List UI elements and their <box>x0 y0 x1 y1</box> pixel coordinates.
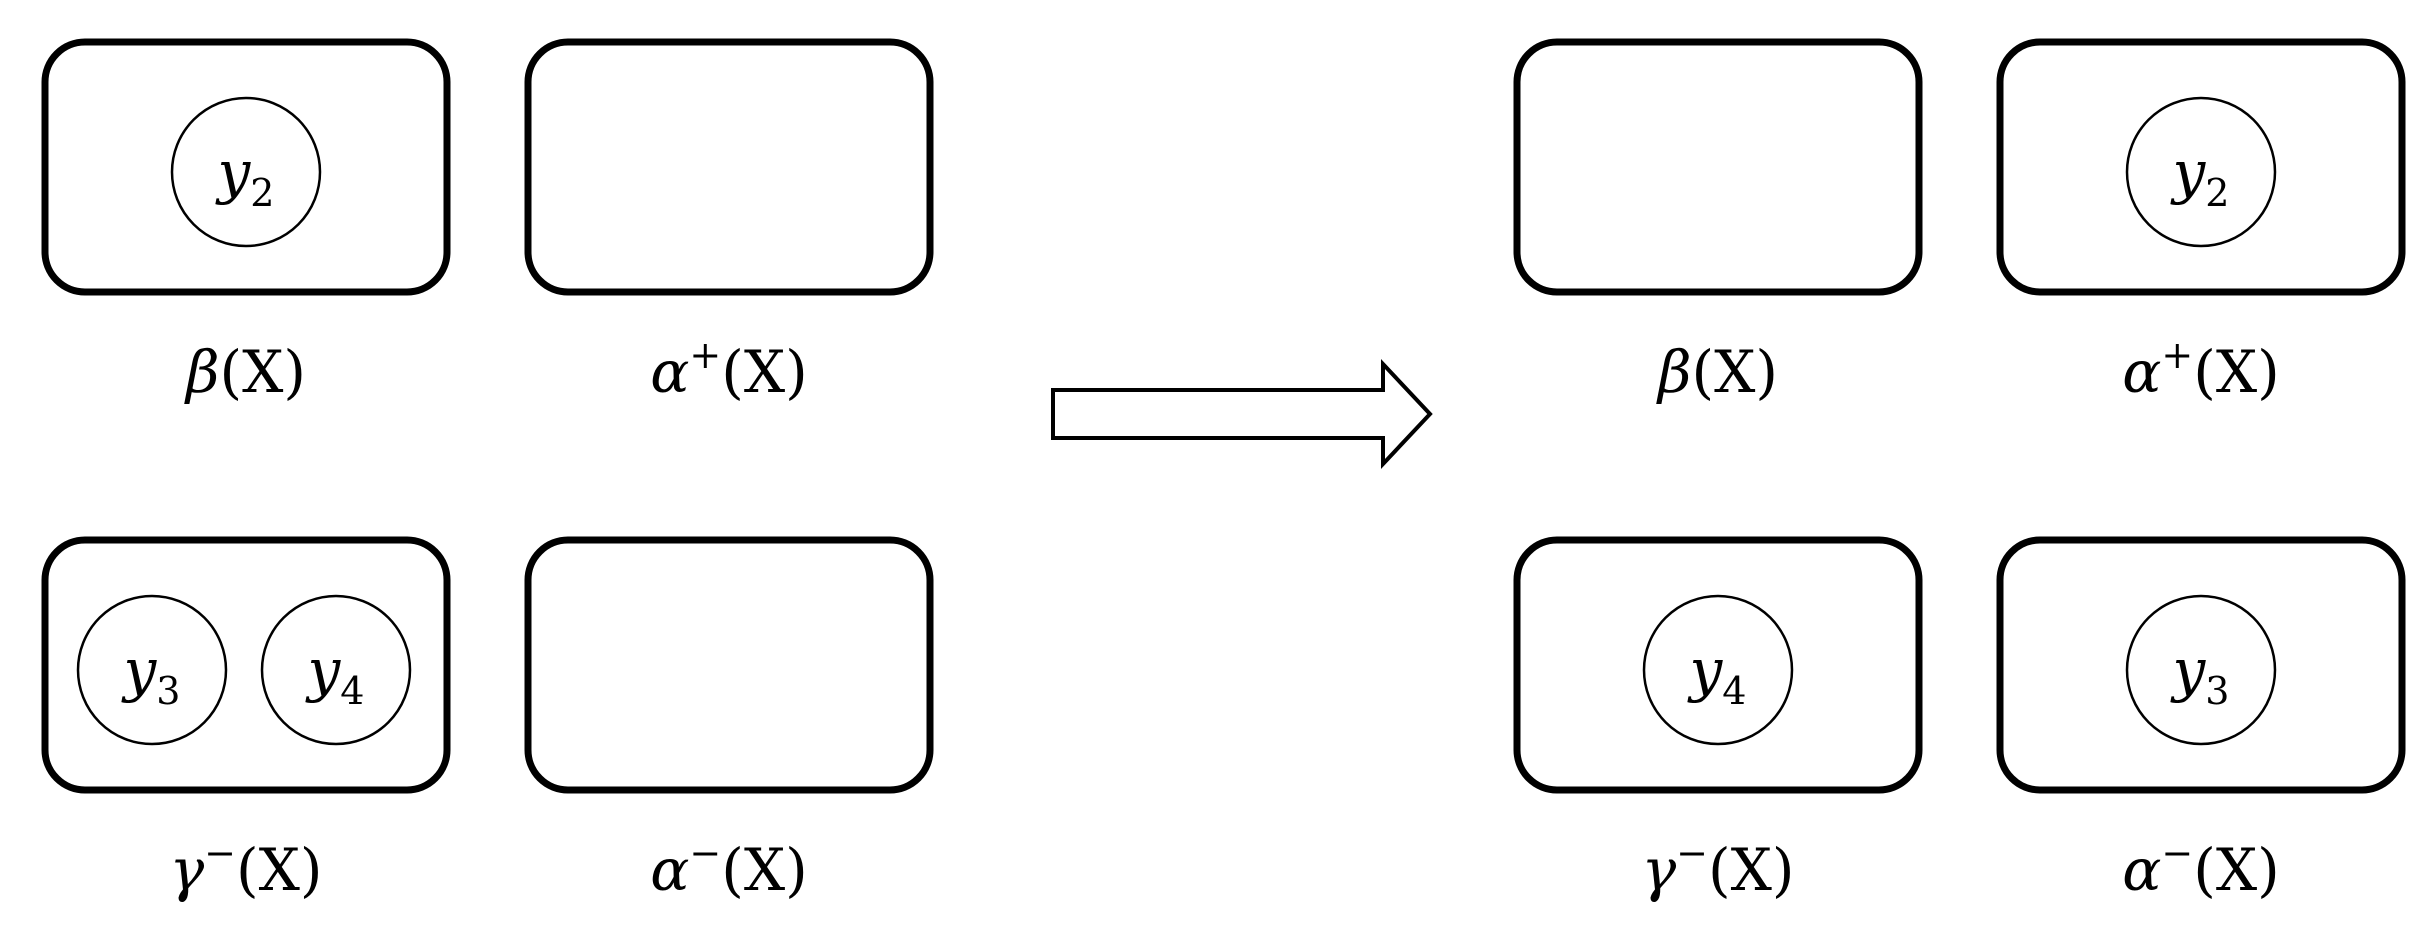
set-box <box>524 536 934 794</box>
set-alpha-minus-before: α−(X) <box>524 536 934 904</box>
element-node <box>2125 96 2277 248</box>
set-label: γ−(X) <box>169 831 322 904</box>
set-alpha-plus-before: α+(X) <box>524 38 934 406</box>
set-alpha-minus-after: y3 α−(X) <box>1996 536 2406 904</box>
set-gamma-minus-before: y3 y4 γ−(X) <box>41 536 451 904</box>
set-label: α−(X) <box>650 831 808 904</box>
set-box <box>524 38 934 296</box>
set-alpha-plus-after: y2 α+(X) <box>1996 38 2406 406</box>
element-label: y4 <box>305 636 365 713</box>
element-label: y4 <box>1687 636 1747 713</box>
set-label: β(X) <box>1656 338 1778 406</box>
set-label: α−(X) <box>2122 831 2280 904</box>
set-label: β(X) <box>184 338 306 406</box>
transition-arrow-icon <box>1051 358 1433 470</box>
element-node <box>1642 594 1794 746</box>
set-beta-before: y2 β(X) <box>41 38 451 406</box>
set-label: γ−(X) <box>1641 831 1794 904</box>
element-node <box>2125 594 2277 746</box>
element-label: y2 <box>2170 138 2230 215</box>
set-label: α+(X) <box>650 333 808 406</box>
after-panel: β(X) y2 α+(X) y4 γ−(X) <box>1513 38 2406 904</box>
before-panel: y2 β(X) α+(X) y3 y4 γ−(X) <box>41 38 934 904</box>
set-box <box>1513 38 1923 296</box>
element-label: y3 <box>2170 636 2230 713</box>
set-beta-after: β(X) <box>1513 38 1923 406</box>
set-label: α+(X) <box>2122 333 2280 406</box>
element-node <box>260 594 412 746</box>
element-label: y2 <box>215 138 275 215</box>
element-node <box>170 96 322 248</box>
element-node <box>76 594 228 746</box>
element-label: y3 <box>121 636 181 713</box>
set-gamma-minus-after: y4 γ−(X) <box>1513 536 1923 904</box>
